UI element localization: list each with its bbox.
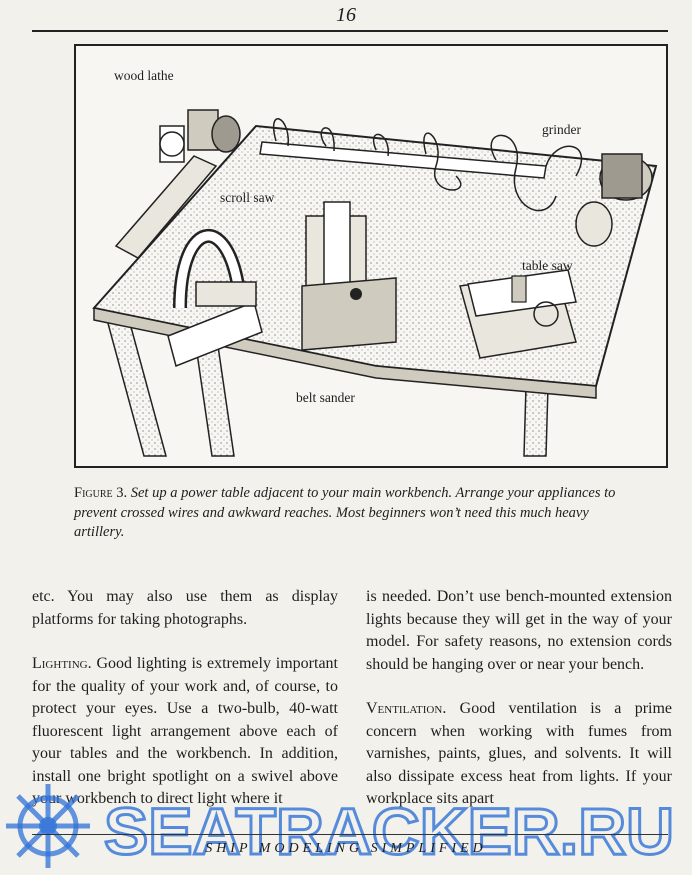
- footer-rule: [32, 834, 668, 835]
- belt-sander-drawing: [301, 201, 397, 351]
- paragraph-lighting: Lighting. Good lighting is extremely imp…: [32, 653, 338, 811]
- table-leg-right: [523, 385, 549, 457]
- label-wood-lathe: wood lathe: [114, 68, 174, 83]
- outlet-strip: [259, 141, 547, 179]
- figure-caption: Figure 3. Set up a power table adjacent …: [74, 484, 634, 543]
- paragraph-text: Good lighting is extremely important for…: [32, 655, 339, 807]
- workbench-drawing: [92, 109, 658, 457]
- caption-label: Figure 3.: [74, 485, 128, 501]
- figure-illustration: wood lathe grinder scroll saw table saw …: [74, 44, 668, 468]
- page-number: 16: [336, 4, 356, 26]
- table-leg-left: [105, 315, 167, 457]
- wood-lathe-drawing: [114, 109, 241, 259]
- paragraph-ventilation: Ventilation. Good ventilation is a prime…: [366, 698, 672, 811]
- label-grinder: grinder: [542, 122, 581, 137]
- label-scroll-saw: scroll saw: [220, 190, 275, 205]
- table-edge: [93, 307, 597, 399]
- table-saw-drawing: [459, 269, 577, 359]
- grinder-drawing: [575, 153, 653, 247]
- power-cords: [272, 118, 583, 212]
- left-column: etc. You may also use them as display pl…: [32, 586, 338, 811]
- run-in-heading: Ventilation.: [366, 700, 447, 717]
- right-column: is needed. Don’t use bench-mounted exten…: [366, 586, 672, 811]
- caption-text: Set up a power table adjacent to your ma…: [74, 485, 616, 540]
- paragraph-text: Good ventilation is a prime concern when…: [366, 700, 673, 807]
- table-leg-mid: [195, 345, 235, 457]
- paragraph: is needed. Don’t use bench-mounted exten…: [366, 588, 672, 673]
- paragraph: etc. You may also use them as display pl…: [32, 588, 338, 628]
- label-table-saw: table saw: [522, 258, 573, 273]
- header-rule: [32, 30, 668, 32]
- label-belt-sander: belt sander: [296, 390, 355, 405]
- scroll-saw-drawing: [167, 229, 263, 368]
- footer-book-title: SHIP MODELING SIMPLIFIED: [205, 841, 487, 856]
- run-in-heading: Lighting.: [32, 655, 92, 672]
